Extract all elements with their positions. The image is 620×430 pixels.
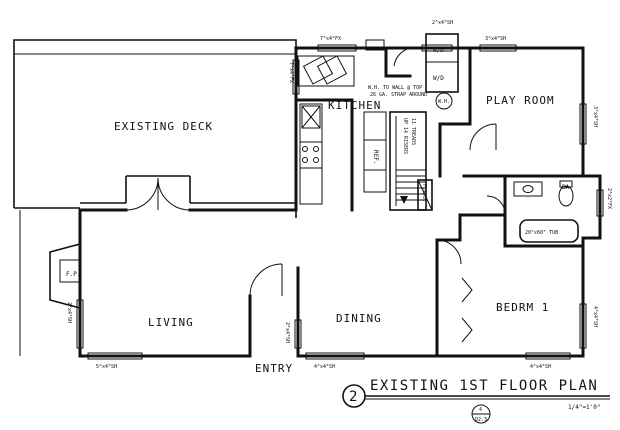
window-label-bath-right: 2⁰x2⁰FX	[606, 188, 612, 209]
room-label-play-room: PLAY ROOM	[486, 94, 555, 107]
room-label-living: LIVING	[148, 316, 194, 329]
window-label-top-playroom: 3⁰x4⁰SH	[485, 36, 506, 42]
window-label-living-bottom: 5⁰x4⁰SH	[96, 364, 117, 370]
title-number: 2	[349, 389, 359, 405]
exterior-walls	[78, 46, 602, 358]
washer-dryer-label-2: W/D	[433, 75, 444, 82]
stair-up-note: UP 14 RISERS	[402, 118, 408, 154]
window-label-top-laundry: 2⁸x4⁰SH	[432, 20, 453, 26]
bath-label: BA	[562, 184, 570, 191]
water-heater-label: W.H.	[438, 99, 450, 105]
reference-bottom: D2.3	[475, 417, 487, 423]
room-label-dining: DINING	[336, 312, 382, 325]
fau-label: F.A.U.	[421, 184, 427, 202]
water-heater-strap-note-2: 26 GA. STRAP AROUND	[370, 92, 427, 98]
reference-top: 4	[479, 407, 482, 413]
windows	[76, 44, 604, 360]
refrigerator-label: REF.	[372, 150, 379, 164]
fireplace	[49, 243, 81, 309]
window-label-dining-left: 2⁰x4⁰SH	[284, 322, 290, 343]
room-label-entry: ENTRY	[255, 362, 293, 375]
fau-closet	[417, 179, 433, 211]
window-label-kitchen-side: 7⁰x4⁰FX	[288, 62, 294, 83]
living-dining-partition	[248, 263, 283, 358]
window-label-bedroom-right: 4⁰x4⁰SH	[592, 306, 598, 327]
laundry-area	[365, 33, 459, 110]
room-label-bedroom: BEDRM 1	[496, 301, 549, 314]
bedroom	[435, 213, 507, 343]
window-label-living-left: 2⁰x4⁰SH	[66, 302, 72, 323]
stair-treads-note: 11 TREADS	[410, 118, 416, 145]
window-label-bedroom-bottom: 4⁰x4⁰SH	[530, 364, 551, 370]
kitchen	[294, 55, 387, 212]
plan-title: EXISTING 1ST FLOOR PLAN	[370, 378, 598, 394]
window-label-dining-bottom: 4⁰x4⁰SH	[314, 364, 335, 370]
window-label-top-kitchen: 7⁰x4⁰FX	[320, 36, 341, 42]
room-label-existing-deck: EXISTING DECK	[114, 120, 213, 133]
room-label-kitchen: KITCHEN	[328, 99, 381, 112]
bathroom	[486, 174, 585, 248]
title-block	[342, 384, 610, 424]
living-deck-double-door	[125, 177, 191, 211]
tub-label: 20"x60" TUB	[525, 230, 558, 236]
window-label-playroom-right: 3⁰x4⁰SH	[592, 106, 598, 127]
staircase	[389, 111, 427, 211]
plan-scale: 1/4"=1'0"	[568, 404, 601, 411]
fireplace-label: F.P.	[66, 271, 80, 278]
play-room	[438, 46, 585, 178]
water-heater-strap-note-1: W.H. TO WALL @ TOP	[368, 85, 422, 91]
